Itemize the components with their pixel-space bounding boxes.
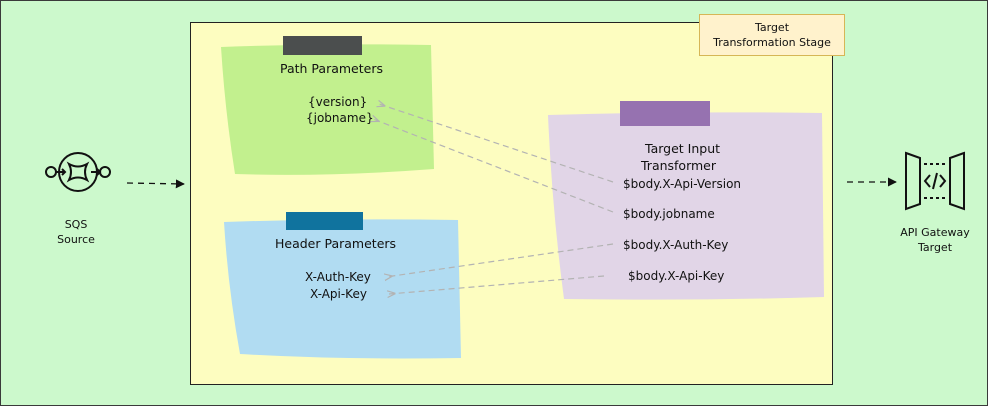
sqs-label-line1: SQS (64, 218, 88, 231)
stage-label-line1: Target (754, 21, 790, 34)
api-gateway-icon (905, 151, 965, 211)
path-parameters-title: Path Parameters (280, 61, 383, 76)
sqs-queue-icon (45, 152, 111, 192)
sqs-label-line2: Source (57, 233, 95, 246)
target-input-transformer-note: Target Input Transformer $body.X-Api-Ver… (546, 101, 825, 303)
transformer-item-x-api-key: $body.X-Api-Key (628, 269, 725, 283)
transformer-note-shape (548, 112, 824, 300)
path-param-version: {version} (308, 95, 368, 109)
stage-label-line2: Transformation Stage (713, 36, 831, 49)
stage-label: Target Transformation Stage (699, 14, 845, 56)
transformer-item-jobname: $body.jobname (623, 207, 715, 221)
header-param-x-auth-key: X-Auth-Key (305, 270, 371, 284)
apigw-label-line2: Target (917, 241, 953, 254)
path-note-tape (283, 36, 362, 55)
api-gateway-target-label: API Gateway Target (885, 225, 985, 255)
arrow-source-to-stage (126, 179, 185, 189)
transformer-note-tape (620, 101, 710, 126)
transformer-item-x-auth-key: $body.X-Auth-Key (623, 238, 729, 252)
header-note-tape (286, 212, 363, 230)
path-param-jobname: {jobname} (306, 111, 374, 125)
header-parameters-title: Header Parameters (275, 236, 397, 251)
apigw-label-line1: API Gateway (900, 226, 970, 239)
header-param-x-api-key: X-Api-Key (310, 287, 367, 301)
path-parameters-note: Path Parameters {version} {jobname} (219, 36, 435, 177)
transformer-title-line2: Transformer (641, 158, 717, 173)
transformer-item-x-api-version: $body.X-Api-Version (623, 177, 742, 191)
transformer-title-line1: Target Input (645, 141, 721, 156)
header-parameters-note: Header Parameters X-Auth-Key X-Api-Key (222, 212, 462, 359)
sqs-source-label: SQS Source (43, 217, 109, 247)
